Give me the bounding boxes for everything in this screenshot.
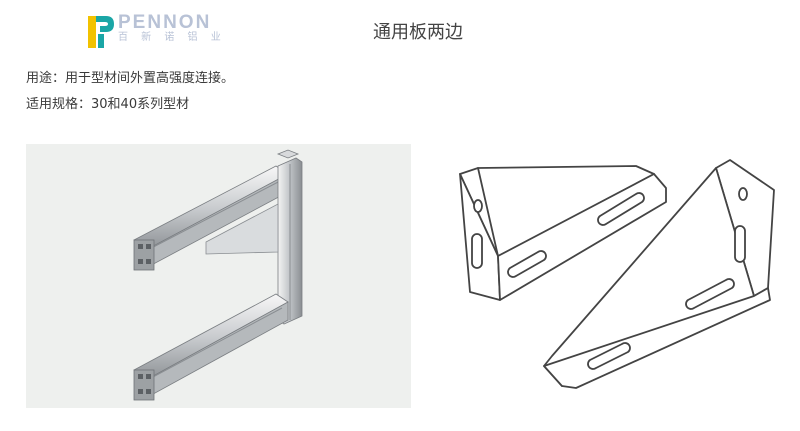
profile-assembly-illustration — [133, 149, 303, 401]
spec-text: 30和40系列型材 — [91, 97, 190, 112]
page-title: 通用板两边 — [373, 22, 463, 43]
logo-p-shape — [96, 16, 114, 32]
lower-profile — [133, 293, 289, 401]
logo-bar-teal — [98, 34, 104, 48]
logo-bar-yellow — [88, 16, 96, 48]
left-bracket — [459, 165, 667, 301]
pennon-logo — [88, 16, 114, 48]
logo-subtitle: 百 新 诺 铝 业 — [118, 32, 226, 43]
logo-wordmark: PENNON — [118, 12, 212, 33]
usage-text: 用于型材间外置高强度连接。 — [65, 71, 235, 86]
right-bracket — [543, 159, 775, 389]
product-photo — [26, 144, 411, 408]
spec-line: 适用规格：30和40系列型材 — [26, 96, 189, 114]
usage-label: 用途： — [26, 71, 66, 86]
spec-label: 适用规格： — [26, 97, 92, 112]
bracket-line-drawing — [459, 159, 775, 389]
vertical-profile — [276, 149, 303, 325]
usage-line: 用途：用于型材间外置高强度连接。 — [26, 70, 234, 88]
upper-profile — [133, 165, 289, 271]
connecting-plate — [205, 203, 279, 255]
